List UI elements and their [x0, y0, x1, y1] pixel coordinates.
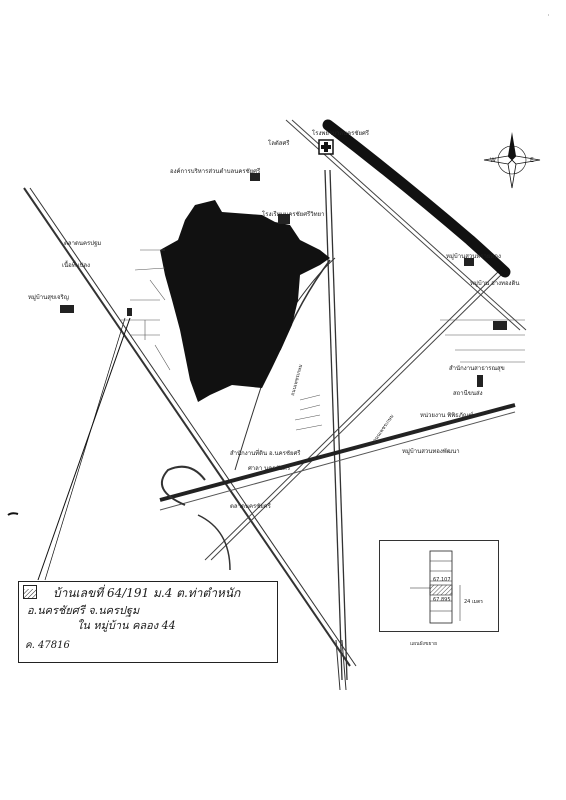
- left-street-grid: [120, 249, 171, 371]
- label-tambon-office: องค์การบริหารส่วนตำบลนครชัยศรี: [170, 168, 261, 175]
- label-town-market: ตลาดนครชัยศรี: [230, 503, 271, 510]
- bypass-road: [159, 403, 516, 502]
- main-road-diagonal: [23, 187, 357, 667]
- label-market: ตลาดนครปฐม: [64, 240, 102, 247]
- bold-highway: [322, 119, 511, 278]
- legend-village-line: ใน หมู่บ้าน คลอง 44: [77, 619, 176, 632]
- inset-side-label: 24 เมตร: [464, 599, 483, 605]
- legend-address-line: บ้านเลขที่ 64/191 ม.4 ต.ท่าตำหนัก: [53, 586, 241, 600]
- label-museum: หน่วยงาน พิพิธภัณฑ์: [420, 412, 474, 419]
- scan-mark: [7, 512, 19, 516]
- pointer-line: [37, 317, 131, 581]
- inset-parcel-diagram: [410, 550, 461, 624]
- label-hospital: โรงพยาบาลนครชัยศรี: [312, 130, 370, 137]
- legend-district-line: อ.นครชัยศรี จ.นครปฐม: [27, 604, 140, 617]
- compass-east: E: [530, 157, 534, 164]
- hospital-cross-icon: [318, 139, 334, 155]
- inset-plan: 67.107 67.895 24 เมตร: [379, 540, 499, 632]
- label-school: โรงเรียนนครชัยศรีวิทยา: [262, 211, 325, 218]
- compass-west: W: [490, 157, 496, 164]
- secondary-road: [204, 269, 507, 561]
- label-public-health: สำนักงานสาธารณสุข: [449, 365, 505, 372]
- inset-caption: แผนผังขยาย: [410, 641, 438, 647]
- inset-label-bottom: 67.895: [433, 597, 451, 603]
- building-icons: [60, 173, 507, 387]
- inset-label-top: 67.107: [433, 577, 451, 583]
- label-land-office: สำนักงานที่ดิน อ.นครชัยศรี: [230, 450, 301, 457]
- label-bus-station: สถานีขนส่ง: [453, 390, 483, 397]
- right-street-grid: [294, 319, 525, 431]
- label-village-1: หมู่บ้านสุขเจริญ: [28, 294, 69, 301]
- legend-box: บ้านเลขที่ 64/191 ม.4 ต.ท่าตำหนัก อ.นครช…: [18, 581, 278, 663]
- label-parcel-area: เนื้อที่แปลง: [62, 262, 90, 269]
- north-south-road: [324, 169, 348, 681]
- urban-area-block: [160, 200, 330, 402]
- label-lotus: โลตัสศรี: [268, 140, 290, 147]
- compass-rose-icon: [483, 132, 541, 189]
- label-village-2: หมู่บ้านสวนทรายทอง: [446, 253, 501, 260]
- label-village-4: หมู่บ้านสวนทองพัฒนา: [402, 448, 460, 455]
- hatched-parcel-icon: [23, 585, 37, 599]
- legend-code-line: ค. 47816: [25, 640, 70, 651]
- label-village-3: หมู่บ้าน อ่างทองดิน: [470, 280, 520, 287]
- label-pavilion: ศาลา นครชัยศรี: [248, 465, 291, 472]
